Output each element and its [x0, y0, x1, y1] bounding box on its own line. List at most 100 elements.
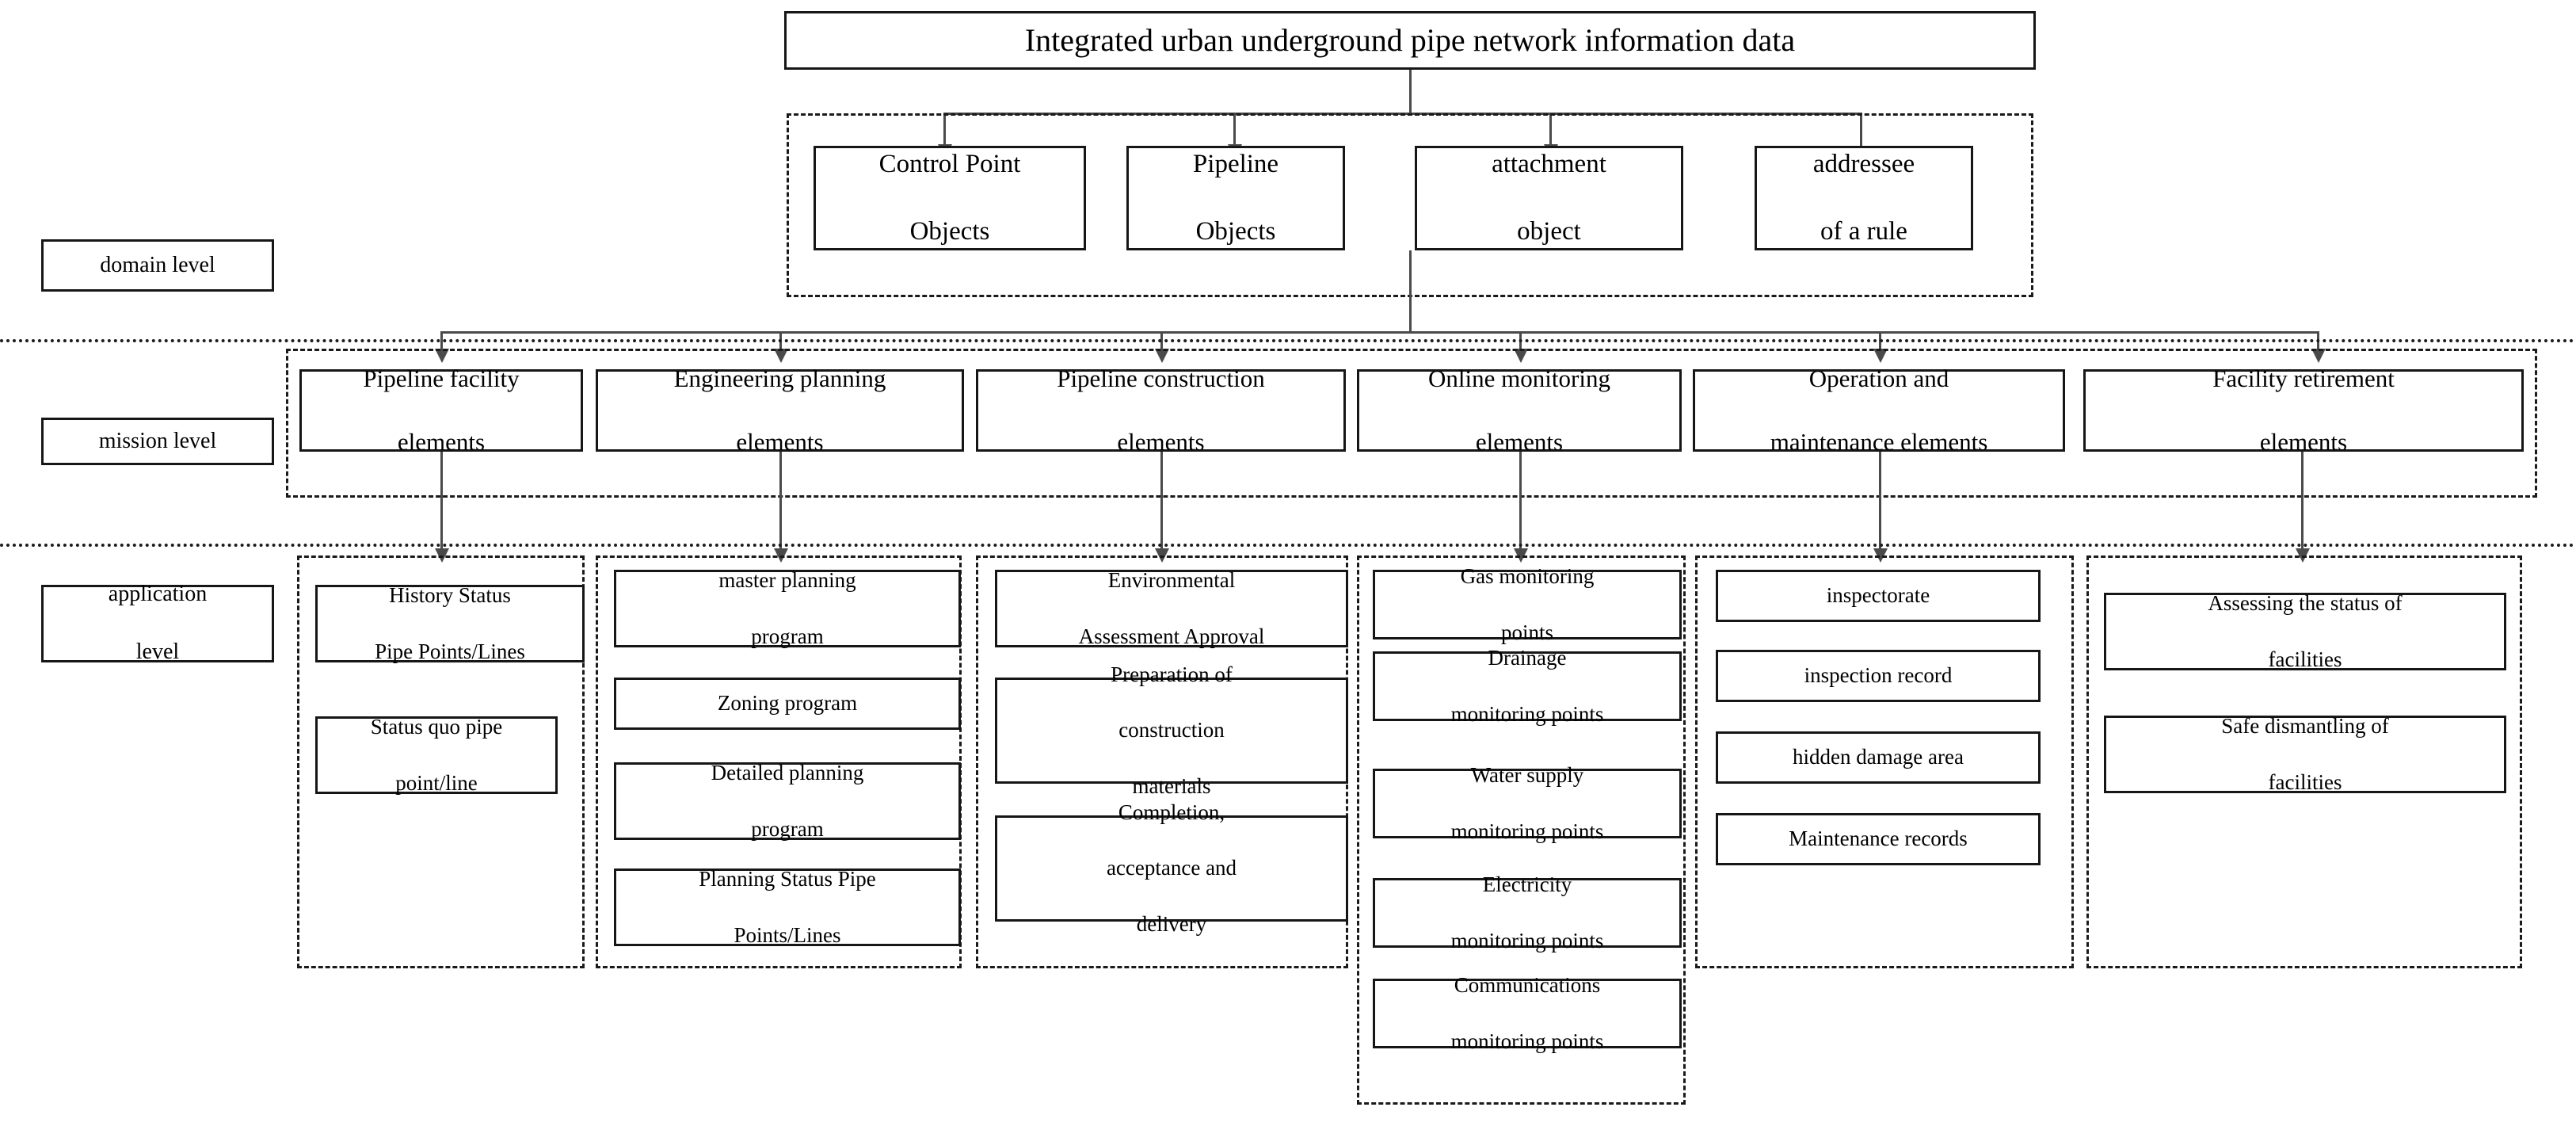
app-drop-3 [1160, 452, 1163, 555]
title-trunk-line [1409, 70, 1412, 114]
app-drop-4 [1519, 452, 1522, 555]
app-drop-5 [1879, 452, 1881, 555]
app-label-maintenance-records: Maintenance records [1789, 827, 1968, 851]
mission-arrow-5 [1873, 349, 1888, 363]
mission-arrow-4 [1514, 349, 1528, 363]
application-group-engineering-planning [596, 555, 962, 968]
domain-drop-2 [1233, 113, 1236, 149]
domain-drop-4 [1860, 113, 1862, 171]
domain-drop-3 [1549, 113, 1552, 149]
app-box-hidden-damage-area: hidden damage area [1716, 731, 2041, 784]
app-box-inspectorate: inspectorate [1716, 570, 2041, 622]
app-drop-2 [779, 452, 782, 555]
mission-arrow-1 [435, 349, 449, 363]
level-label-mission-text: mission level [98, 428, 217, 453]
app-box-maintenance-records: Maintenance records [1716, 813, 2041, 865]
mission-distribution-bus [441, 331, 2318, 334]
app-drop-6 [2301, 452, 2304, 555]
mission-drop-4 [1519, 331, 1522, 353]
app-label-hidden-damage-area: hidden damage area [1793, 745, 1964, 769]
app-label-inspectorate: inspectorate [1826, 583, 1930, 608]
mission-arrow-2 [774, 349, 788, 363]
mission-drop-1 [440, 331, 443, 353]
level-label-domain: domain level [41, 239, 274, 292]
mission-drop-3 [1160, 331, 1163, 353]
application-group-operation-maintenance [1695, 555, 2074, 968]
mission-drop-2 [779, 331, 782, 353]
level-label-domain-text: domain level [100, 252, 215, 277]
app-drop-1 [440, 452, 443, 555]
title-label: Integrated urban underground pipe networ… [1024, 22, 1796, 58]
mission-trunk-line [1409, 250, 1412, 333]
app-box-inspection-record: inspection record [1716, 650, 2041, 702]
application-group-facility-retirement [2086, 555, 2522, 968]
app-box-zoning-program: Zoning program [614, 678, 961, 730]
app-label-inspection-record: inspection record [1804, 663, 1953, 688]
title-box: Integrated urban underground pipe networ… [784, 11, 2036, 70]
mission-application-separator [0, 544, 2576, 547]
mission-level-group [286, 349, 2537, 498]
level-label-mission: mission level [41, 418, 274, 465]
mission-arrow-3 [1155, 349, 1169, 363]
application-group-pipeline-facility [297, 555, 585, 968]
mission-drop-6 [2317, 331, 2319, 353]
domain-mission-separator [0, 339, 2576, 342]
mission-arrow-6 [2311, 349, 2326, 363]
domain-drop-1 [943, 113, 946, 149]
mission-drop-5 [1879, 331, 1881, 353]
